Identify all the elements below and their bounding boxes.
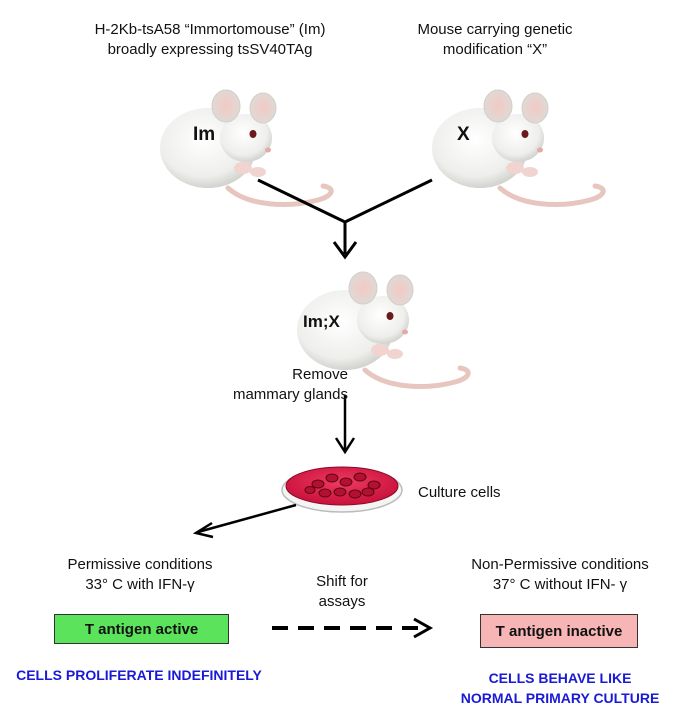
permissive-line2: 33° C with IFN-γ <box>85 576 195 593</box>
culture-dish-icon <box>281 466 403 513</box>
primary-culture-outcome: CELLS BEHAVE LIKE NORMAL PRIMARY CULTURE <box>440 668 680 708</box>
top-left-line1: H-2Kb-tsA58 “Immortomouse” (Im) <box>94 21 326 38</box>
permissive-caption: Permissive conditions 33° C with IFN-γ <box>40 555 240 595</box>
top-right-caption: Mouse carrying genetic modification “X” <box>385 20 605 60</box>
mouse-im-label: Im <box>193 124 216 145</box>
remove-glands-caption: Remove mammary glands <box>218 365 348 405</box>
remove-line1: Remove <box>292 366 348 383</box>
shift-line1: Shift for <box>316 573 368 590</box>
culture-cells-label: Culture cells <box>418 484 501 501</box>
top-left-line2: broadly expressing tsSV40TAg <box>107 41 313 58</box>
primary-culture-line1: CELLS BEHAVE LIKE <box>488 670 632 686</box>
primary-culture-line2: NORMAL PRIMARY CULTURE <box>460 690 660 706</box>
t-antigen-active-label: T antigen active <box>84 620 199 638</box>
arrow-to-dish <box>334 395 356 455</box>
non-permissive-line2: 37° C without IFN- γ <box>492 576 628 593</box>
proliferate-outcome: CELLS PROLIFERATE INDEFINITELY <box>16 667 262 683</box>
mouse-imx-label: Im;X <box>303 312 340 331</box>
top-right-line1: Mouse carrying genetic <box>417 21 573 38</box>
top-left-caption: H-2Kb-tsA58 “Immortomouse” (Im) broadly … <box>75 20 345 60</box>
top-right-line2: modification “X” <box>442 41 548 58</box>
shift-caption: Shift for assays <box>292 572 392 612</box>
cross-arrow <box>257 178 433 260</box>
shift-dashed-arrow <box>272 617 434 639</box>
non-permissive-caption: Non-Permissive conditions 37° C without … <box>450 555 670 595</box>
t-antigen-inactive-label: T antigen inactive <box>495 622 623 640</box>
non-permissive-line1: Non-Permissive conditions <box>471 556 649 573</box>
arrow-to-permissive <box>192 503 297 539</box>
t-antigen-active-box: T antigen active <box>54 614 229 644</box>
mouse-im-icon <box>160 90 331 204</box>
remove-line2: mammary glands <box>232 386 348 403</box>
shift-line2: assays <box>318 593 366 610</box>
permissive-line1: Permissive conditions <box>67 556 213 573</box>
mouse-x-icon <box>432 90 603 204</box>
mouse-x-label: X <box>457 124 470 145</box>
t-antigen-inactive-box: T antigen inactive <box>480 614 638 648</box>
